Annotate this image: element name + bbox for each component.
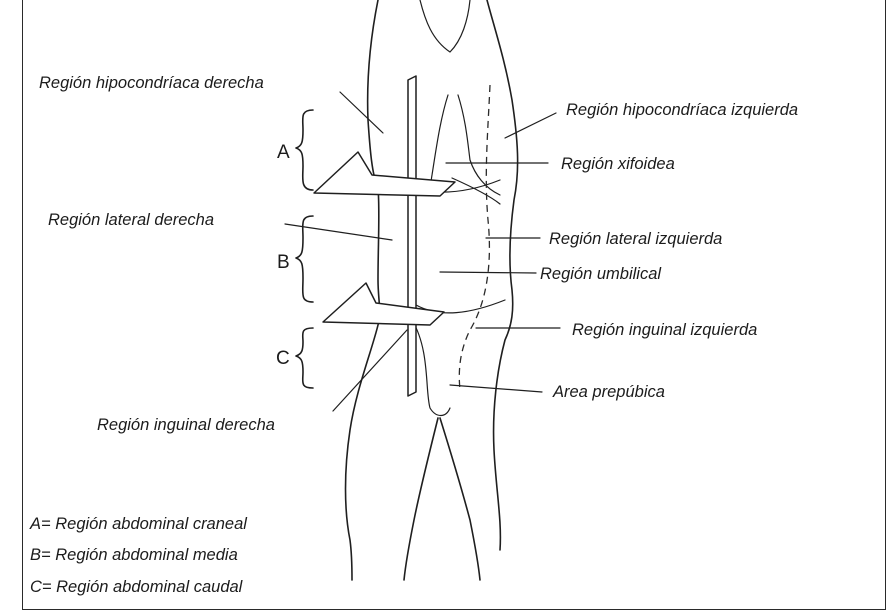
- label-inguinal-derecha: Región inguinal derecha: [97, 416, 275, 434]
- label-hipocondriaca-derecha: Región hipocondríaca derecha: [39, 74, 264, 92]
- bracket-b-letter: B: [277, 252, 290, 273]
- section-planes: [314, 76, 455, 396]
- label-umbilical: Región umbilical: [540, 265, 662, 283]
- upper-transverse-plane: [314, 152, 455, 196]
- body-right-contour: [487, 0, 518, 550]
- leader-hipo-izq: [505, 113, 556, 138]
- label-lateral-derecha: Región lateral derecha: [48, 211, 214, 229]
- label-lateral-izquierda: Región lateral izquierda: [549, 230, 722, 248]
- lower-transverse-plane: [323, 283, 444, 325]
- brackets: [296, 110, 313, 388]
- legend: A= Región abdominal craneal B= Región ab…: [29, 515, 248, 596]
- label-xifoidea: Región xifoidea: [561, 155, 675, 173]
- body-left-leg-inner: [404, 418, 438, 580]
- body-right-leg-inner: [440, 418, 480, 580]
- bracket-c-letter: C: [276, 348, 290, 369]
- leader-lines: [285, 92, 560, 411]
- bracket-c: [296, 328, 313, 388]
- legend-item-a: A= Región abdominal craneal: [29, 515, 248, 533]
- body-outline: [346, 0, 518, 580]
- label-inguinal-izquierda: Región inguinal izquierda: [572, 321, 757, 339]
- sagittal-plane: [408, 76, 416, 396]
- body-xiphoid-left: [431, 95, 448, 193]
- bracket-a-letter: A: [277, 142, 290, 163]
- label-hipocondriaca-izquierda: Región hipocondríaca izquierda: [566, 101, 798, 119]
- leader-inguinal-der: [333, 330, 407, 411]
- body-inguinal-fold: [412, 320, 450, 416]
- bracket-a: [296, 110, 313, 190]
- bracket-b: [296, 216, 313, 302]
- label-prepubica: Area prepúbica: [552, 383, 665, 401]
- leader-hipo-der: [340, 92, 383, 133]
- legend-item-b: B= Región abdominal media: [30, 546, 238, 564]
- body-xiphoid-right: [458, 95, 500, 195]
- body-dashed-line: [459, 85, 490, 390]
- leader-lateral-der: [285, 224, 392, 240]
- body-neck-line: [420, 0, 470, 52]
- leader-umbilical: [440, 272, 536, 273]
- legend-item-c: C= Región abdominal caudal: [30, 578, 244, 596]
